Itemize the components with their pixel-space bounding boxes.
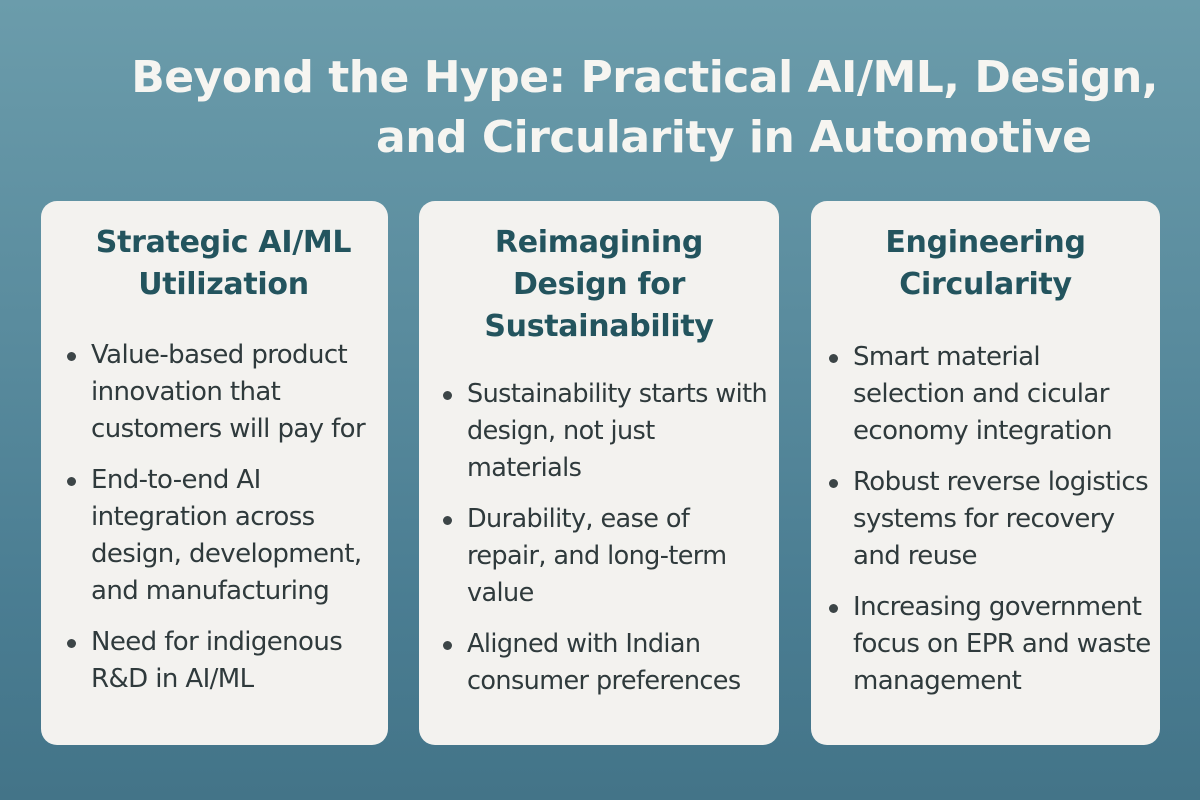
title-line-1: Beyond the Hype: Practical AI/ML, Design… <box>131 52 1158 103</box>
card-heading-line: Design for <box>512 267 686 302</box>
card-heading-line: Circularity <box>899 267 1072 302</box>
page-title: Beyond the Hype: Practical AI/ML, Design… <box>100 48 1180 168</box>
bullet-item: Need for indigenous R&D in AI/ML <box>67 624 382 698</box>
card-heading-line: Sustainability <box>484 309 714 344</box>
card-heading: Strategic AI/ML Utilization <box>41 222 388 306</box>
bullet-item: Sustainability starts with design, not j… <box>443 376 773 487</box>
bullet-list: Value-based product innovation that cust… <box>41 337 388 698</box>
bullet-item: Robust reverse logistics systems for rec… <box>829 464 1156 575</box>
bullet-item: Durability, ease of repair, and long-ter… <box>443 501 773 612</box>
card-design-sustainability: Reimagining Design for Sustainability Su… <box>419 201 779 745</box>
card-heading-line: Reimagining <box>494 225 704 260</box>
bullet-list: Sustainability starts with design, not j… <box>419 376 779 700</box>
bullet-list: Smart material selection and cicular eco… <box>811 339 1160 700</box>
card-heading-line: Utilization <box>138 267 309 302</box>
card-heading-line: Strategic AI/ML <box>95 225 352 260</box>
card-heading: Reimagining Design for Sustainability <box>419 222 779 348</box>
card-engineering-circularity: Engineering Circularity Smart material s… <box>811 201 1160 745</box>
title-line-2: and Circularity in Automotive <box>376 112 1092 163</box>
card-strategic-ai-ml: Strategic AI/ML Utilization Value-based … <box>41 201 388 745</box>
bullet-item: Smart material selection and cicular eco… <box>829 339 1156 450</box>
bullet-item: Aligned with Indian consumer preferences <box>443 626 773 700</box>
bullet-item: End-to-end AI integration across design,… <box>67 462 382 610</box>
card-heading: Engineering Circularity <box>811 222 1160 306</box>
bullet-item: Increasing government focus on EPR and w… <box>829 589 1156 700</box>
bullet-item: Value-based product innovation that cust… <box>67 337 382 448</box>
card-heading-line: Engineering <box>885 225 1086 260</box>
